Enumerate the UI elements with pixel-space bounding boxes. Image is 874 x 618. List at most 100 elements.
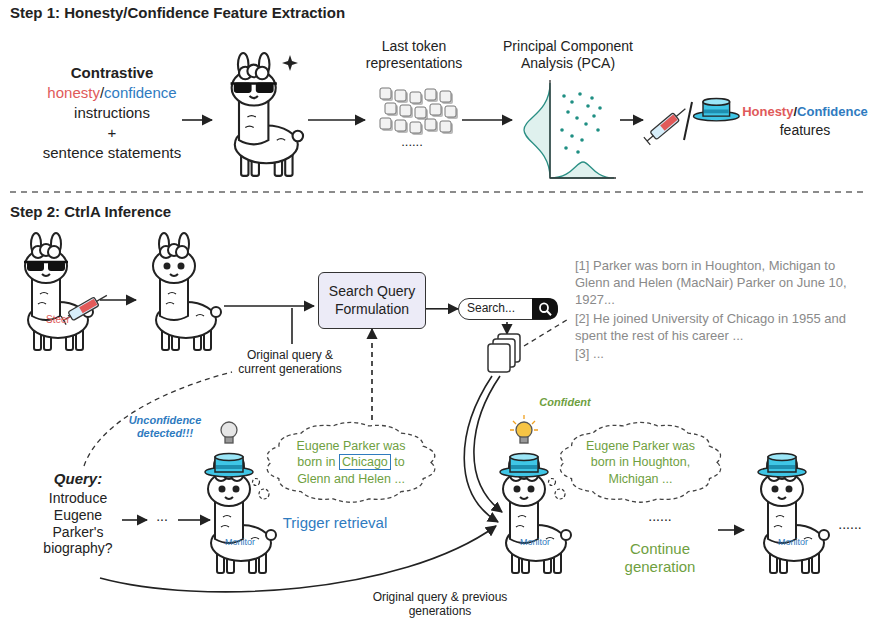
- label-row: ......: [830, 516, 870, 533]
- llama-sunglasses: [231, 82, 277, 93]
- pca-plot: [580, 138, 584, 142]
- pca-plot: [570, 134, 574, 138]
- label: instructions: [74, 104, 150, 121]
- bulb-lit: [510, 415, 538, 443]
- label: features: [780, 122, 831, 138]
- pca-plot: [560, 92, 602, 154]
- label-row: Original query & previous generations: [350, 590, 530, 618]
- search-bar: Search...: [458, 298, 558, 320]
- thought-cloud: Eugene Parker was born in Chicago to Gle…: [265, 420, 437, 505]
- bulb-unlit: [221, 422, 237, 443]
- llama-monitor: [500, 454, 548, 478]
- label: Trigger retrieval: [283, 514, 387, 531]
- slash: [684, 102, 692, 140]
- llama-monitor: [758, 454, 806, 478]
- label-row: honesty/confidence: [12, 84, 212, 102]
- label-row: Contrastive: [12, 64, 212, 82]
- node-text: Chicago: [339, 454, 391, 470]
- step2-arrows: [100, 299, 136, 301]
- llama-steered: [24, 233, 93, 350]
- magnifier-glass: [540, 303, 548, 312]
- step1-arrows: [308, 119, 365, 121]
- token-cube: [380, 88, 391, 99]
- step1-arrows: [462, 119, 512, 121]
- label: Honesty: [742, 104, 793, 119]
- pca-plot: [562, 94, 566, 98]
- hat-icon: [694, 99, 740, 121]
- token-cube: [445, 106, 456, 117]
- label: /: [100, 84, 104, 101]
- step2-arrows: [178, 519, 210, 521]
- label: Original query & current generations: [238, 348, 341, 376]
- step1-arrows: [182, 119, 212, 121]
- sparkle: [282, 55, 298, 71]
- label-row: Principal Component Analysis (PCA): [493, 38, 643, 72]
- label-row: ......: [630, 508, 690, 525]
- slash: [684, 102, 692, 140]
- label-row: Monitor: [215, 537, 265, 548]
- bulb-unlit: [221, 422, 237, 443]
- search-result: [1] Parker was born in Houghton, Michiga…: [575, 258, 847, 307]
- label: Steer: [46, 314, 70, 325]
- step2-arrows: [224, 305, 314, 307]
- thought-cloud: Eugene Parker was born in Houghton, Mich…: [558, 420, 723, 505]
- label-row: Steer: [33, 314, 83, 326]
- thought-bubbles: [253, 479, 260, 486]
- llama-monitor: [205, 454, 276, 574]
- sparkle: [282, 55, 298, 71]
- pca-plot: [566, 110, 570, 114]
- label: Query:: [54, 470, 102, 487]
- step1-arrows: [620, 119, 643, 121]
- label-row: Step 2: CtrlA Inference: [10, 203, 410, 221]
- label: Introduce Eugene Parker's biography?: [43, 490, 112, 556]
- step2-arrows: [464, 376, 498, 522]
- section-heading: Step 1: Honesty/Confidence Feature Extra…: [10, 4, 345, 21]
- step2-arrows: [122, 519, 147, 521]
- pca-plot: [524, 83, 550, 178]
- label: Confidence: [797, 104, 868, 119]
- cloud-outline: [267, 422, 435, 502]
- pca-plot: [592, 114, 596, 118]
- token-cube: [410, 92, 421, 103]
- search-result: [2] He joined University of Chicago in 1…: [575, 311, 846, 343]
- step2-arrows: [718, 529, 744, 531]
- token-cube: [415, 107, 426, 118]
- syringe-icon: [644, 105, 689, 145]
- pca-plot: [590, 96, 594, 100]
- label-row: Last token representations: [354, 38, 474, 72]
- token-cube: [410, 122, 421, 133]
- magnifier-button: [532, 298, 558, 320]
- label-row: Confident: [525, 396, 605, 409]
- label: sentence statements: [43, 144, 181, 161]
- label: ......: [401, 134, 423, 149]
- label: Principal Component Analysis (PCA): [503, 38, 633, 71]
- label-row: Unconfidence detected!!!: [115, 414, 215, 440]
- label-row: Query:: [32, 470, 124, 488]
- dashed-context-line: [84, 372, 232, 466]
- llama-sunglasses: [232, 53, 303, 176]
- thought-bubbles: [549, 479, 556, 486]
- token-cube: [395, 90, 406, 101]
- label: /: [793, 104, 797, 119]
- pca-plot: [596, 128, 600, 132]
- label: +: [108, 124, 117, 141]
- syringe-icon: [644, 105, 689, 145]
- label-row: features: [740, 122, 870, 139]
- label: Last token representations: [366, 38, 463, 71]
- cloud-outline: [560, 422, 720, 502]
- pca-plot: [598, 106, 602, 110]
- label: Confident: [539, 396, 590, 408]
- document-stack: [488, 334, 520, 372]
- label-row: ...: [147, 508, 177, 525]
- pca-plot: [578, 92, 582, 96]
- label: Contrastive: [71, 64, 154, 81]
- thought-bubbles: [555, 489, 565, 499]
- pca-plot: [575, 116, 579, 120]
- llama-plain: [153, 233, 221, 350]
- label-row: sentence statements: [12, 144, 212, 162]
- llama-plain: [153, 233, 221, 350]
- label: confidence: [104, 84, 177, 101]
- document-stack: [488, 344, 510, 372]
- section-heading: Step 2: CtrlA Inference: [10, 203, 171, 220]
- label: ......: [838, 516, 861, 532]
